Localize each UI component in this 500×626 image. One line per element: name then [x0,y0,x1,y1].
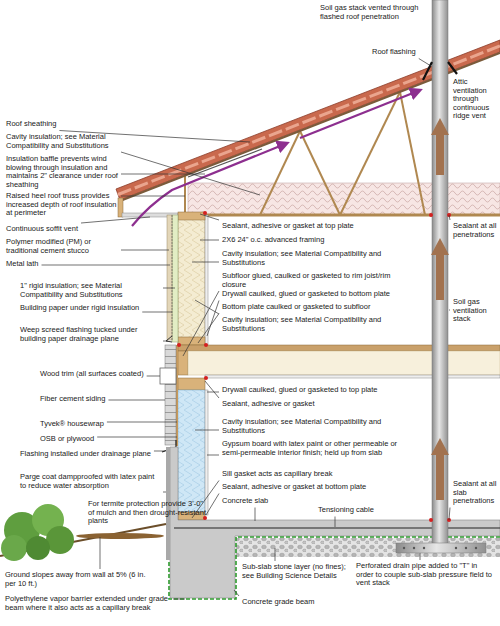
leader-line [449,215,450,220]
callout-label: Subfloor glued, caulked or gasketed to r… [222,272,412,289]
soil-gas-stack [396,0,486,553]
callout-label: Ground slopes away from wall at 5% (6 in… [5,571,155,588]
leader-line [192,262,219,263]
callout-label: Cavity insulation; see Material Compatib… [222,316,412,333]
leader-line [200,214,219,220]
callout-label: Drywall caulked, glued or gasketed to to… [222,386,378,395]
callout-label: Parge coat dampproofed with latex paint … [20,473,160,490]
callout-label: Roof sheathing [6,120,56,129]
leader-line [419,59,431,67]
leader-line [142,312,172,313]
callout-label: Soil gas ventilation stack [453,298,498,324]
leader-line [234,590,239,596]
callout-label: Perforated drain pipe added to "T" in or… [356,562,494,588]
leader-line [195,300,219,314]
callout-label: Polymer modified (PM) or traditional cem… [6,238,118,255]
callout-label: For termite protection provide 3'-0" of … [88,500,206,526]
leader-line [183,291,219,356]
callout-label: Polyethylene vapor barrier extended unde… [5,595,170,612]
callout-label: Sealant, adhesive or gasket at bottom pl… [222,483,366,492]
leader-line [121,250,169,251]
callout-label: Sealant at all penetrations [453,222,498,239]
leader-line [107,422,177,423]
callout-label: Roof flashing [372,48,416,57]
callout-label: Attic ventilation through continuous rid… [453,78,498,121]
callout-label: 1" rigid insulation; see Material Compat… [20,282,160,299]
leader-line [207,301,219,337]
leader-line [200,240,219,241]
leader-line [154,451,165,452]
callout-label: Concrete slab [222,497,268,506]
leader-line [42,265,170,266]
leader-line [449,508,450,521]
callout-label: Concrete grade beam [242,598,315,607]
callout-label: Sealant at all slab penetrations [453,480,498,506]
leader-line [163,492,166,493]
leader-line [163,288,175,289]
callout-label: Building paper under rigid insulation [20,304,139,313]
callout-label: Insulation baffle prevents wind blowing … [6,155,118,189]
callout-label: Sealant, adhesive or gasket [222,400,315,409]
callout-label: Wood trim (all surfaces coated) [40,370,144,379]
leader-line [100,537,101,569]
callout-label: Gypsum board with latex paint or other p… [222,440,412,457]
callout-label: Cavity insulation; see Material Compatib… [222,250,412,267]
leader-line [121,174,205,175]
leader-line [163,341,168,342]
callout-label: Fiber cement siding [40,395,105,404]
callout-label: Sealant, adhesive or gasket at top plate [222,222,354,231]
floor-framing [178,345,500,378]
attic-insulation [188,183,500,215]
leader-line [335,517,336,528]
callout-label: OSB or plywood [40,435,94,444]
callout-label: Sill gasket acts as capillary break [222,470,332,479]
leader-line [255,508,256,522]
leader-line [207,455,219,456]
leader-line [108,400,165,401]
leader-line [449,310,450,311]
leader-line [195,430,219,431]
leader-line [147,376,160,377]
callout-label: Raised heel roof truss provides increase… [6,192,118,218]
upper-wall [166,212,208,345]
leader-line [275,548,276,561]
callout-label: Tensioning cable [318,506,374,515]
callout-label: Drywall caulked, glued or gasketed to bo… [222,290,390,299]
callout-label: Soil gas stack vented through flashed ro… [320,4,428,21]
airflow-arrows [132,91,418,226]
callout-label: 2X6 24" o.c. advanced framing [222,236,324,245]
callout-label: Weep screed flashing tucked under buildi… [20,326,160,343]
leader-line [81,217,150,223]
callout-label: Cavity insulation; see Material Compatib… [222,418,412,435]
leader-line [121,152,260,195]
callout-label: Flashing installed under drainage plane [20,450,151,459]
slab-and-grade-beam [166,447,500,599]
callout-label: Sub-slab stone layer (no fines); see Bui… [242,563,350,580]
leader-line [205,381,219,398]
callout-label: Bottom plate caulked or gasketed to subf… [222,303,370,312]
callout-label: Continuous soffit vent [6,225,78,234]
leader-line [420,553,421,560]
leader-line [198,314,219,344]
leader-line [207,392,219,393]
sealant-marks [177,211,451,522]
leader-line [121,196,185,197]
leader-line [206,494,219,516]
leader-line [97,437,177,438]
callout-label: Metal lath [6,260,39,269]
leader-line [173,599,185,600]
callout-label: Tyvek® housewrap [40,420,104,429]
callout-label: Cavity insulation; see Material Compatib… [6,133,118,150]
